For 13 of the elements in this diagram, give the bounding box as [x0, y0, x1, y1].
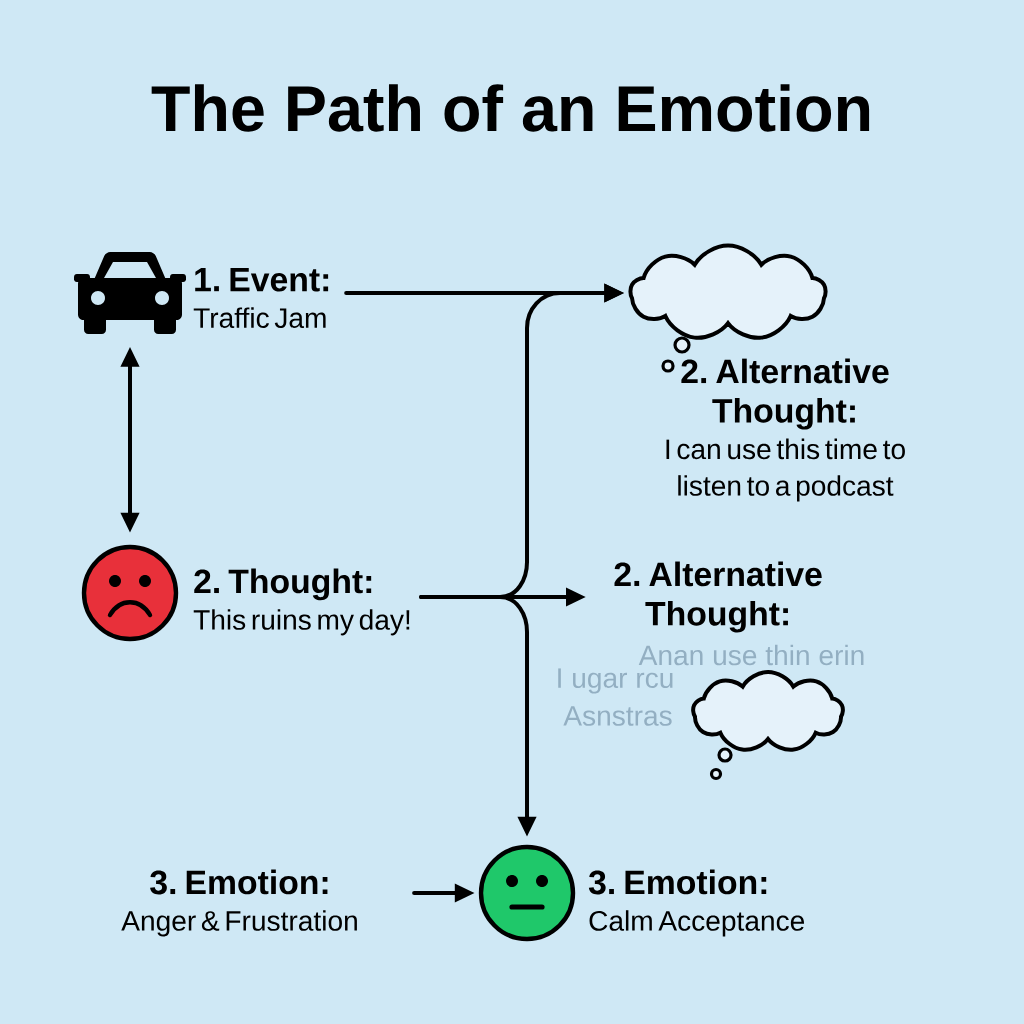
alternative-thought-label: 2. Alternative Thought: I can use this time to listen to a podcast [666, 358, 905, 502]
car-icon [74, 252, 186, 334]
thought-label: 2. Thought: This ruins my day! [193, 568, 410, 636]
event-label: 1. Event: Traffic Jam [193, 268, 329, 328]
faded-text: Asnstras [563, 706, 672, 726]
alternative-thought-label: 2. Alternative Thought: [614, 561, 822, 633]
face-icon [478, 844, 576, 942]
faded-text: Anan use thin erin [638, 644, 864, 666]
faded-text: I ugar rcu [558, 668, 673, 694]
face-icon [81, 544, 179, 642]
emotion-label: 3. Emotion: Anger & Frustration [121, 869, 357, 937]
title: The Path of an Emotion [151, 84, 870, 132]
emotion-label: 3. Emotion: Calm Acceptance [588, 869, 805, 937]
